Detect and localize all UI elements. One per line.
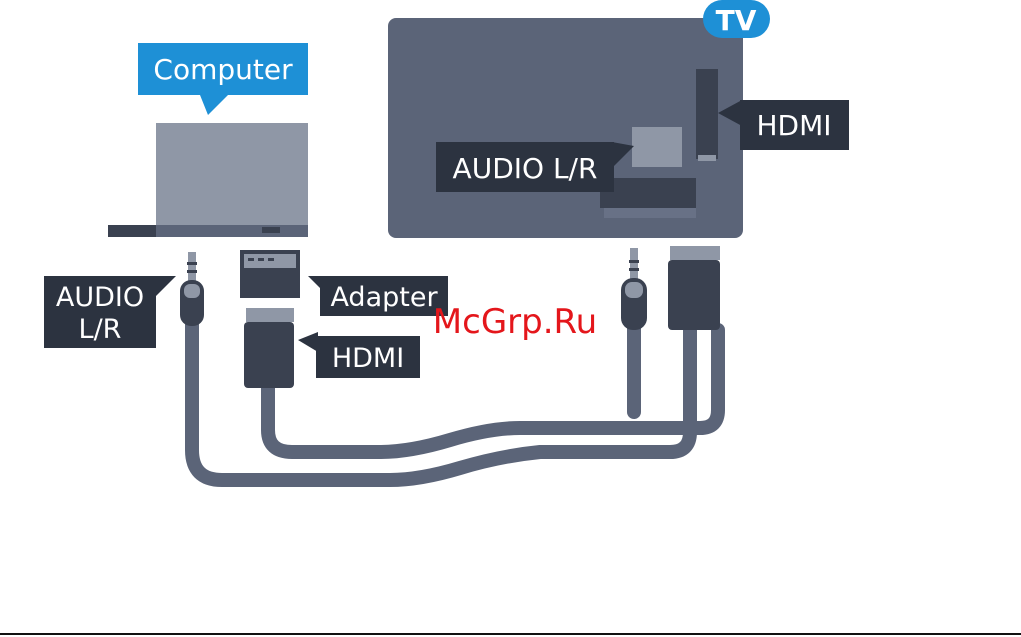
tv-device: TV: [388, 0, 770, 238]
computer-label: Computer: [153, 53, 293, 86]
pc-audio-label-line1: AUDIO: [56, 282, 144, 313]
footer-divider: [0, 633, 1021, 635]
pc-hdmi-label: HDMI: [332, 343, 404, 374]
tv-hdmi-port: [696, 69, 718, 159]
pc-audio-callout: AUDIO L/R: [44, 276, 176, 348]
pc-hdmi-plug: [244, 308, 294, 388]
computer-callout: Computer: [138, 43, 308, 115]
pc-hdmi-callout: HDMI: [298, 332, 420, 378]
adapter: [240, 250, 300, 298]
watermark-text: McGrp.Ru: [433, 302, 597, 342]
computer-device: [108, 123, 308, 237]
pc-audio-label-line2: L/R: [79, 314, 122, 345]
tv-hdmi-plug: [668, 246, 720, 330]
pc-audio-jack: [180, 252, 204, 326]
tv-hdmi-label: HDMI: [756, 109, 831, 142]
tv-audio-jack: [621, 248, 647, 330]
adapter-label: Adapter: [330, 282, 438, 313]
adapter-callout: Adapter: [308, 276, 448, 316]
tv-audio-callout: AUDIO L/R: [436, 142, 634, 192]
tv-audio-port: [632, 127, 682, 167]
tv-audio-label: AUDIO L/R: [453, 152, 598, 185]
laptop-screen: [156, 123, 308, 230]
tv-connector-block: [600, 178, 696, 208]
tv-badge-label: TV: [716, 4, 757, 37]
